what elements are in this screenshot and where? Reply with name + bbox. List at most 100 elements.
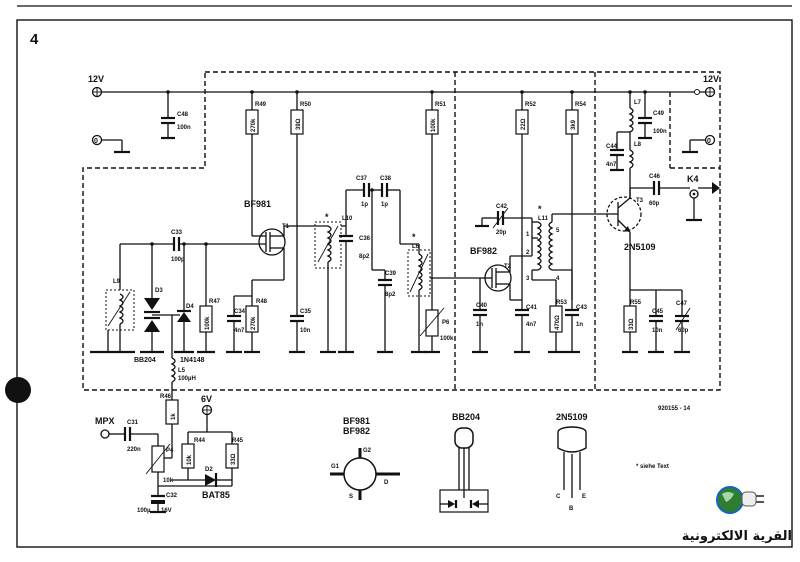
bjt-pinout-title: 2N5109 [556, 412, 588, 422]
coil-tap-3: 3 [526, 276, 530, 282]
c41-ref: C41 [526, 305, 538, 311]
c49-ref: C49 [653, 111, 665, 117]
t1-type: BF981 [244, 199, 271, 209]
fet-pinout-title-1: BF981 [343, 416, 370, 426]
mpx-input [100, 427, 159, 446]
c45-value: 10n [652, 328, 663, 334]
shield-outline [82, 71, 721, 391]
coil-tap-4: 4 [556, 276, 560, 282]
r55-value: 33Ω [629, 318, 635, 330]
r51-value: 100k [431, 118, 437, 132]
output-label: K4 [687, 174, 699, 184]
t1-ref: T1 [282, 224, 290, 230]
potentiometer-p6 [419, 307, 445, 354]
capacitor-c40 [472, 308, 488, 354]
r45-ref: R45 [232, 438, 244, 444]
t3-ref: T3 [636, 198, 644, 204]
capacitor-c38 [380, 183, 401, 244]
c34-value: 4n7 [234, 328, 245, 334]
footnote: * siehe Text [636, 464, 669, 470]
capacitor-c49 [638, 90, 652, 140]
varicap-pinout-title: BB204 [452, 412, 480, 422]
l11-ref: L11 [538, 216, 549, 222]
capacitor-c35 [289, 314, 305, 354]
r47-value: 100k [205, 316, 211, 330]
c47-ref: C47 [676, 301, 688, 307]
c32-value: 100µ [137, 508, 151, 514]
c38-value: 1p [381, 202, 388, 208]
r47-ref: R47 [209, 299, 221, 305]
c36-ref: C36 [359, 236, 371, 242]
p4-ref: P4 [166, 448, 174, 454]
c37-ref: C37 [356, 176, 368, 182]
diode-d4 [174, 242, 194, 354]
c46-ref: C46 [649, 174, 661, 180]
capacitor-c34 [226, 296, 242, 354]
c33-value: 100p [171, 257, 185, 263]
c46-value: 60p [649, 201, 660, 207]
mpx-supply-label: 6V [201, 394, 212, 404]
c33-ref: C33 [171, 230, 183, 236]
ground-terminal-right [682, 134, 716, 154]
r48-ref: R48 [256, 299, 268, 305]
p6-value: 100k [440, 336, 454, 342]
d3-ref: D3 [155, 288, 163, 294]
figure-number: 4 [30, 31, 39, 48]
resistor-r53 [532, 279, 564, 354]
r52-ref: R52 [525, 102, 537, 108]
c40-value: 1n [476, 322, 483, 328]
l5-ref: L5 [178, 368, 186, 374]
r53-value: 470Ω [555, 315, 561, 330]
supply-label-right: 12V [703, 74, 719, 84]
d4-type: 1N4148 [180, 357, 205, 364]
supply-rail [91, 86, 716, 98]
l6-star: * [412, 232, 416, 242]
resistor-r48 [234, 279, 284, 354]
r53-ref: R53 [556, 300, 568, 306]
bjt-pin-b: B [569, 506, 574, 512]
c45-ref: C45 [652, 309, 664, 315]
inductor-l10 [297, 221, 346, 354]
supply-label-left: 12V [88, 74, 104, 84]
c39-value: 8p2 [385, 292, 396, 298]
l6-ref: L6 [412, 244, 420, 250]
output-connector-k4 [686, 182, 720, 222]
r46-value: 1k [171, 413, 177, 420]
c43-ref: C43 [576, 305, 588, 311]
capacitor-c36 [338, 190, 354, 354]
c44-value: 4n7 [606, 162, 617, 168]
capacitor-c48 [161, 90, 175, 140]
capacitor-c42 [475, 207, 532, 229]
watermark-text: القرية الالكترونية [682, 529, 792, 544]
l8-ref: L8 [634, 142, 642, 148]
t2-ref: T2 [504, 264, 512, 270]
bjt-package [557, 426, 587, 498]
c39-ref: C39 [385, 271, 397, 277]
varicap-package [439, 427, 489, 513]
coil-tap-1: 1 [526, 232, 530, 238]
c48-ref: C48 [177, 112, 189, 118]
inductor-l6 [400, 243, 480, 354]
r54-ref: R54 [575, 102, 587, 108]
resistor-r50 [290, 90, 304, 316]
fet-pinout-title-2: BF982 [343, 426, 370, 436]
resistor-r51 [425, 90, 439, 310]
potentiometer-p4 [145, 440, 232, 487]
capacitor-c46 [652, 181, 690, 195]
diode-d2 [205, 473, 232, 487]
l9-ref: L9 [113, 279, 121, 285]
d2-ref: D2 [205, 467, 213, 473]
binder-hole [5, 377, 31, 403]
l10-star: * [325, 212, 329, 222]
page-border [16, 19, 793, 548]
capacitor-c47 [656, 289, 691, 354]
capacitor-c44 [610, 131, 630, 172]
p4-value: 10k [163, 478, 174, 484]
r50-value: 39Ω [296, 118, 302, 130]
capacitor-c41 [514, 300, 530, 354]
fet-pin-g1: G1 [331, 464, 340, 470]
bjt-pin-e: E [582, 494, 586, 500]
capacitor-c32 [150, 486, 166, 514]
c34-ref: C34 [234, 309, 246, 315]
